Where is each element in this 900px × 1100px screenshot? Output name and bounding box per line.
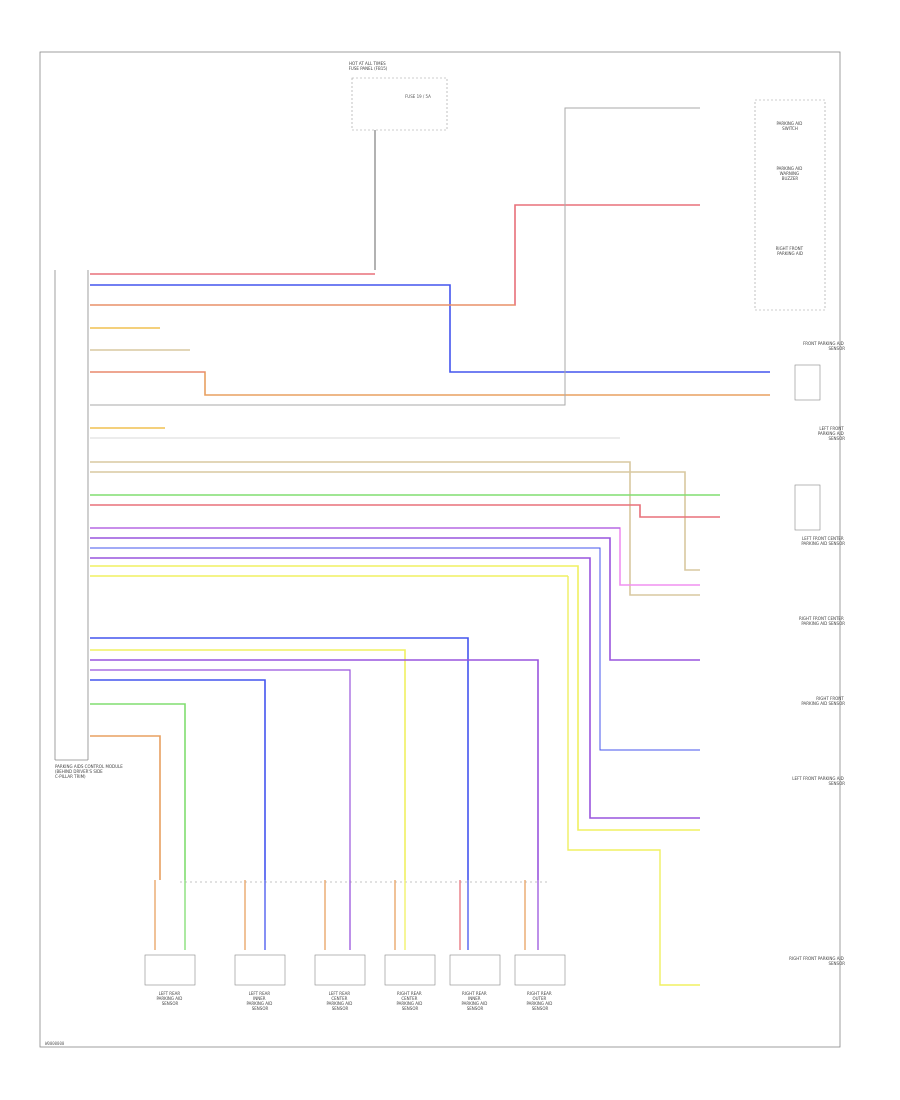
right-switch-box [754, 99, 826, 311]
svg-text:LEFT REAR CENTER: LEFT REAR CENTER PARKING AID SENSOR [326, 991, 353, 1011]
right-connector-1 [794, 364, 821, 401]
svg-text:LEFT FRONT CENTER PARKIN: LEFT FRONT CENTER PARKING AID SENSOR [801, 536, 845, 546]
svg-text:RIGHT FRONT PARKING AID: RIGHT FRONT PARKING AID SENSOR [801, 696, 845, 706]
svg-text:LEFT FRONT PARKING AID: LEFT FRONT PARKING AID SENSOR [818, 426, 845, 441]
diagram-frame [39, 51, 841, 1048]
svg-text:RIGHT FRONT CENTER PARKI: RIGHT FRONT CENTER PARKING AID SENSOR [799, 616, 845, 626]
svg-text:RIGHT FRONT PARKING AID: RIGHT FRONT PARKING AID [776, 246, 805, 256]
svg-text:RIGHT FRONT PARKING AID: RIGHT FRONT PARKING AID SENSOR [789, 956, 845, 966]
svg-text:LEFT REAR PARKING AID: LEFT REAR PARKING AID SENSOR [156, 991, 183, 1006]
svg-text:RIGHT REAR INNER: RIGHT REAR INNER PARKING AID SENSOR [461, 991, 488, 1011]
sensor-center-right: RIGHT REAR CENTER PARKING AID SENSOR [384, 954, 436, 1011]
top-fuse-caption: HOT AT ALL TIMES FUSE PANEL (FB15) [349, 61, 388, 71]
fuse-box [351, 77, 448, 131]
svg-text:RIGHT REAR OUTER: RIGHT REAR OUTER PARKING AID SENSOR [526, 991, 553, 1011]
svg-text:PARKING AID WARNING: PARKING AID WARNING BUZZER [776, 166, 803, 181]
top-fuse-block: HOT AT ALL TIMES FUSE PANEL (FB15) FUSE … [349, 61, 448, 270]
sensor-left-rear-inner: LEFT REAR INNER PARKING AID SENSOR [234, 954, 286, 1011]
module-caption: PARKING AIDS CONTROL MODULE (BEHIND DRIV… [55, 764, 124, 779]
right-components: PARKING AID SWITCH PARKING AID WARNING B… [754, 99, 845, 966]
diagram-id: W0000000 [45, 1041, 65, 1046]
fuse-label: FUSE 19 / 5A [405, 94, 431, 99]
svg-text:LEFT FRONT PARKING AID S: LEFT FRONT PARKING AID SENSOR [792, 776, 845, 786]
module-wires [90, 107, 770, 986]
svg-text:RIGHT REAR CENTER: RIGHT REAR CENTER PARKING AID SENSOR [396, 991, 423, 1011]
svg-text:PARKING AID SWITCH: PARKING AID SWITCH [776, 121, 803, 131]
svg-text:FRONT PARKING AID SENSOR: FRONT PARKING AID SENSOR [803, 341, 845, 351]
svg-text:LEFT REAR INNER: LEFT REAR INNER PARKING AID SENSOR [246, 991, 273, 1011]
sensor-right-rear-outer: RIGHT REAR OUTER PARKING AID SENSOR [514, 954, 566, 1011]
sensor-bus [154, 880, 550, 950]
bottom-sensors: LEFT REAR PARKING AID SENSOR LEFT REAR I… [144, 954, 566, 1011]
control-module: PARKING AIDS CONTROL MODULE (BEHIND DRIV… [54, 270, 124, 779]
right-connector-2 [794, 484, 821, 531]
sensor-center-left: LEFT REAR CENTER PARKING AID SENSOR [314, 954, 366, 1011]
sensor-left-rear-outer: LEFT REAR PARKING AID SENSOR [144, 954, 196, 1006]
sensor-right-rear-inner: RIGHT REAR INNER PARKING AID SENSOR [449, 954, 501, 1011]
